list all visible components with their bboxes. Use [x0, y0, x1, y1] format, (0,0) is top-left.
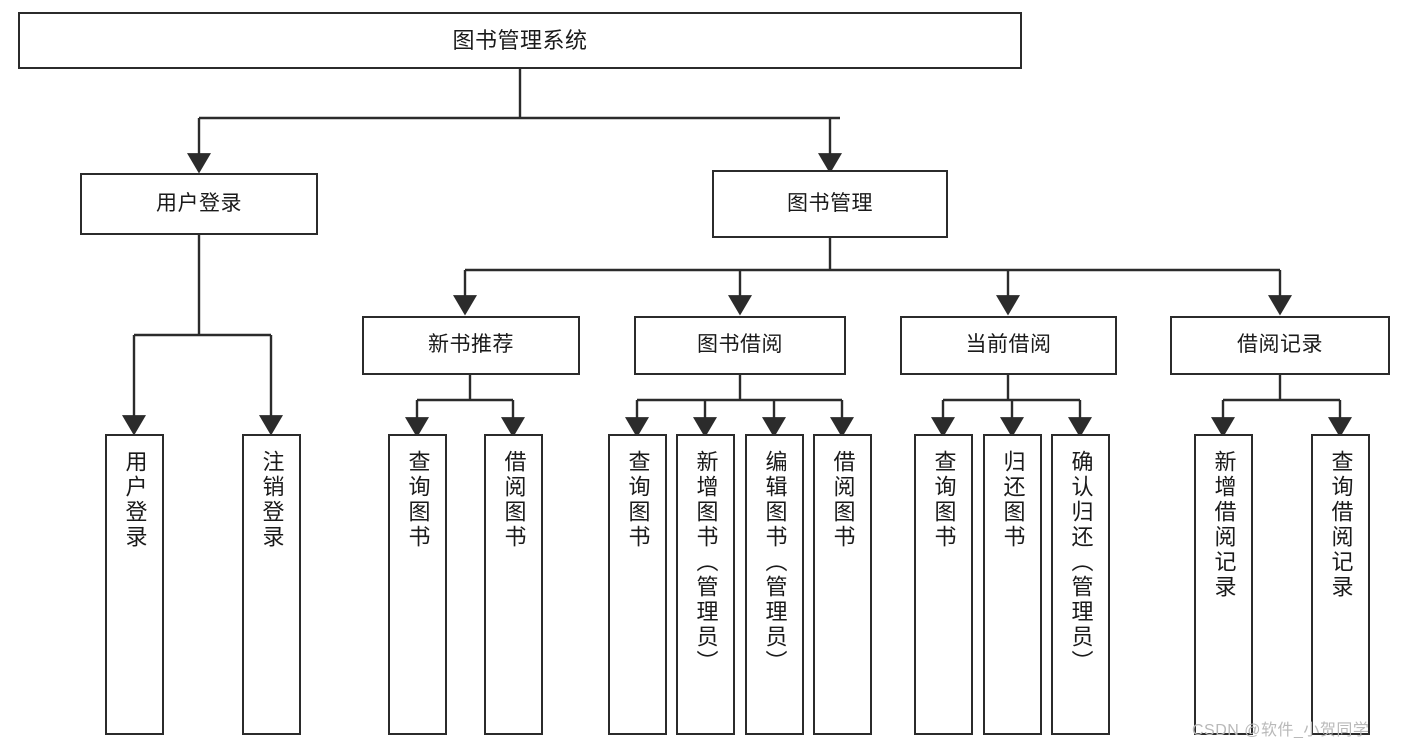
leaf-borrow-book[interactable]: 借阅图书	[813, 434, 872, 735]
leaf-query-book-recommend[interactable]: 查询图书	[388, 434, 447, 735]
node-borrow-record[interactable]: 借阅记录	[1170, 316, 1390, 375]
leaf-edit-book[interactable]: 编辑图书（管理员）	[745, 434, 804, 735]
node-label: 借阅图书	[830, 450, 856, 550]
leaf-add-borrow-record[interactable]: 新增借阅记录	[1194, 434, 1253, 735]
node-label: 新书推荐	[428, 333, 514, 357]
node-label: 注销登录	[259, 450, 285, 550]
leaf-user-login[interactable]: 用户登录	[105, 434, 164, 735]
node-label: 查询图书	[405, 450, 431, 550]
leaf-add-book[interactable]: 新增图书（管理员）	[676, 434, 735, 735]
node-label: 查询借阅记录	[1328, 450, 1354, 600]
node-label: 用户登录	[156, 191, 242, 215]
node-new-book-recommend[interactable]: 新书推荐	[362, 316, 580, 375]
node-current-borrow[interactable]: 当前借阅	[900, 316, 1117, 375]
node-label: 确认归还（管理员）	[1068, 450, 1094, 675]
node-book-borrow[interactable]: 图书借阅	[634, 316, 846, 375]
node-label: 借阅记录	[1237, 333, 1323, 357]
node-label: 查询图书	[625, 450, 651, 550]
node-label: 图书管理系统	[452, 27, 588, 53]
node-label: 用户登录	[122, 450, 148, 550]
leaf-query-book-current[interactable]: 查询图书	[914, 434, 973, 735]
node-label: 新增图书（管理员）	[693, 450, 719, 675]
leaf-query-borrow-record[interactable]: 查询借阅记录	[1311, 434, 1370, 735]
node-label: 编辑图书（管理员）	[762, 450, 788, 675]
leaf-borrow-book-recommend[interactable]: 借阅图书	[484, 434, 543, 735]
leaf-logout[interactable]: 注销登录	[242, 434, 301, 735]
node-root-system[interactable]: 图书管理系统	[18, 12, 1022, 69]
node-label: 借阅图书	[501, 450, 527, 550]
node-label: 当前借阅	[965, 333, 1052, 357]
node-book-management[interactable]: 图书管理	[712, 170, 948, 238]
node-label: 归还图书	[1000, 450, 1026, 550]
node-label: 图书管理	[787, 191, 873, 215]
node-label: 查询图书	[931, 450, 957, 550]
node-label: 图书借阅	[697, 333, 783, 357]
leaf-query-book-borrow[interactable]: 查询图书	[608, 434, 667, 735]
leaf-confirm-return[interactable]: 确认归还（管理员）	[1051, 434, 1110, 735]
leaf-return-book[interactable]: 归还图书	[983, 434, 1042, 735]
csdn-watermark: CSDN @软件_小贺同学	[1192, 722, 1370, 739]
node-user-login[interactable]: 用户登录	[80, 173, 318, 235]
node-label: 新增借阅记录	[1211, 450, 1237, 600]
